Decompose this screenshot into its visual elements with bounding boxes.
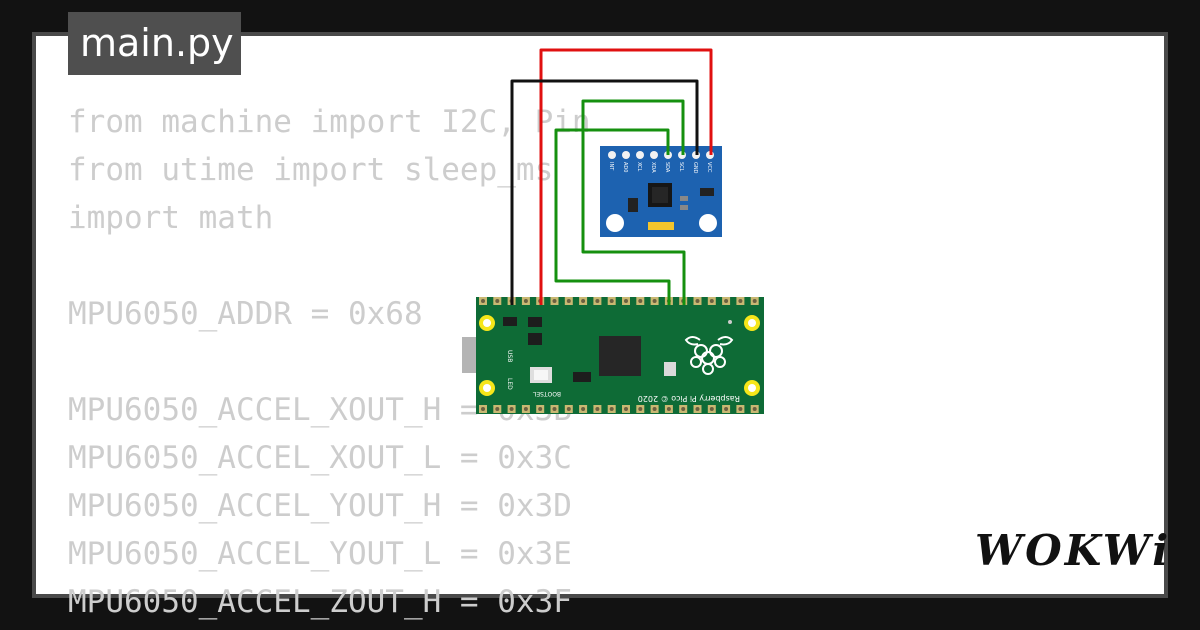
preview-card: from machine import I2C, Pin from utime i… [32, 32, 1168, 620]
header-pin-hole [566, 299, 571, 303]
header-pin-hole [695, 407, 700, 411]
mpu-mount-hole [606, 214, 624, 232]
code-preview: from machine import I2C, Pin from utime i… [68, 98, 591, 626]
bootsel-label: BOOTSEL [532, 390, 561, 397]
mpu-pin-label: AD0 [622, 162, 628, 172]
wire-scl[interactable] [581, 99, 686, 305]
header-pin-hole [523, 299, 528, 303]
wires [510, 48, 713, 305]
mpu-pin-label: XCL [636, 162, 642, 172]
led-label: LED [506, 378, 513, 390]
mpu-pin-label: SDA [664, 162, 670, 173]
header-pin-hole [481, 407, 485, 411]
header-pin-hole [752, 299, 757, 303]
header-pin-hole [581, 299, 586, 303]
pico-copyright: Raspberry Pi Pico © 2020 [638, 394, 740, 403]
header-pin-hole [709, 299, 714, 303]
header-pin-hole [738, 407, 743, 411]
code-line: MPU6050_ACCEL_XOUT_L = 0x3C [68, 440, 572, 476]
rp2040-chip [599, 336, 641, 376]
pico-board[interactable]: USB LED BOOTSEL Raspberry Pi Pico © 2020 [462, 297, 764, 414]
header-pin-hole [552, 299, 557, 303]
wire-sda[interactable] [554, 128, 671, 305]
header-pin-hole [752, 407, 757, 411]
code-line: MPU6050_ACCEL_XOUT_H = 0x3B [68, 392, 572, 428]
header-pin-hole [538, 407, 543, 411]
file-tab[interactable]: main.py [68, 12, 241, 75]
mpu-capacitor [648, 222, 674, 230]
mpu-regulator [628, 198, 638, 212]
mpu-pin-label: INT [608, 162, 614, 171]
header-pin-hole [695, 299, 700, 303]
header-pin-hole [638, 407, 643, 411]
header-pin-hole [581, 407, 586, 411]
code-line: MPU6050_ACCEL_YOUT_H = 0x3D [68, 488, 572, 524]
header-pin-hole [624, 407, 628, 411]
header-pin-hole [509, 407, 514, 411]
wire-gnd[interactable] [510, 79, 699, 305]
code-line: MPU6050_ACCEL_ZOUT_H = 0x3F [68, 584, 572, 620]
header-pin-hole [666, 407, 671, 411]
code-line: import math [68, 200, 274, 236]
pico-pins-bottom [479, 405, 759, 413]
usb-label: USB [506, 350, 513, 362]
header-pin-hole [738, 299, 743, 303]
code-line: MPU6050_ADDR = 0x68 [68, 296, 423, 332]
header-pin-hole [595, 407, 600, 411]
header-pin-hole [481, 299, 485, 303]
code-line: from machine import I2C, Pin [68, 104, 591, 140]
mpu-mount-hole [699, 214, 717, 232]
mpu-pin-label: VCC [706, 162, 712, 173]
header-pin-hole [523, 407, 528, 411]
header-pin-hole [495, 407, 500, 411]
code-line: MPU6050_ACCEL_YOUT_L = 0x3E [68, 536, 572, 572]
header-pin-hole [552, 407, 557, 411]
header-pin-hole [624, 299, 628, 303]
pico-pins-top [479, 297, 759, 305]
mpu-pin-label: SCL [678, 162, 684, 172]
header-pin-hole [609, 407, 614, 411]
header-pin-hole [724, 299, 729, 303]
header-pin-hole [724, 407, 729, 411]
mpu-pin-label: GND [692, 162, 698, 174]
header-pin-hole [638, 299, 643, 303]
header-pin-hole [609, 299, 614, 303]
header-pin-hole [652, 407, 657, 411]
raspberry-logo-icon [684, 336, 734, 375]
header-pin-hole [495, 299, 500, 303]
mpu-pin-label: XDA [650, 162, 656, 173]
header-pin-hole [566, 407, 571, 411]
header-pin-hole [681, 407, 686, 411]
header-pin-hole [652, 299, 657, 303]
wokwi-logo: WOKWi [975, 526, 1172, 575]
wire-vcc[interactable] [539, 48, 713, 305]
header-pin-hole [709, 407, 714, 411]
code-line: from utime import sleep_ms [68, 152, 554, 188]
header-pin-hole [595, 299, 600, 303]
mpu6050-module[interactable]: INT AD0 XCL XDA SDA SCL GND VCC [600, 146, 722, 237]
